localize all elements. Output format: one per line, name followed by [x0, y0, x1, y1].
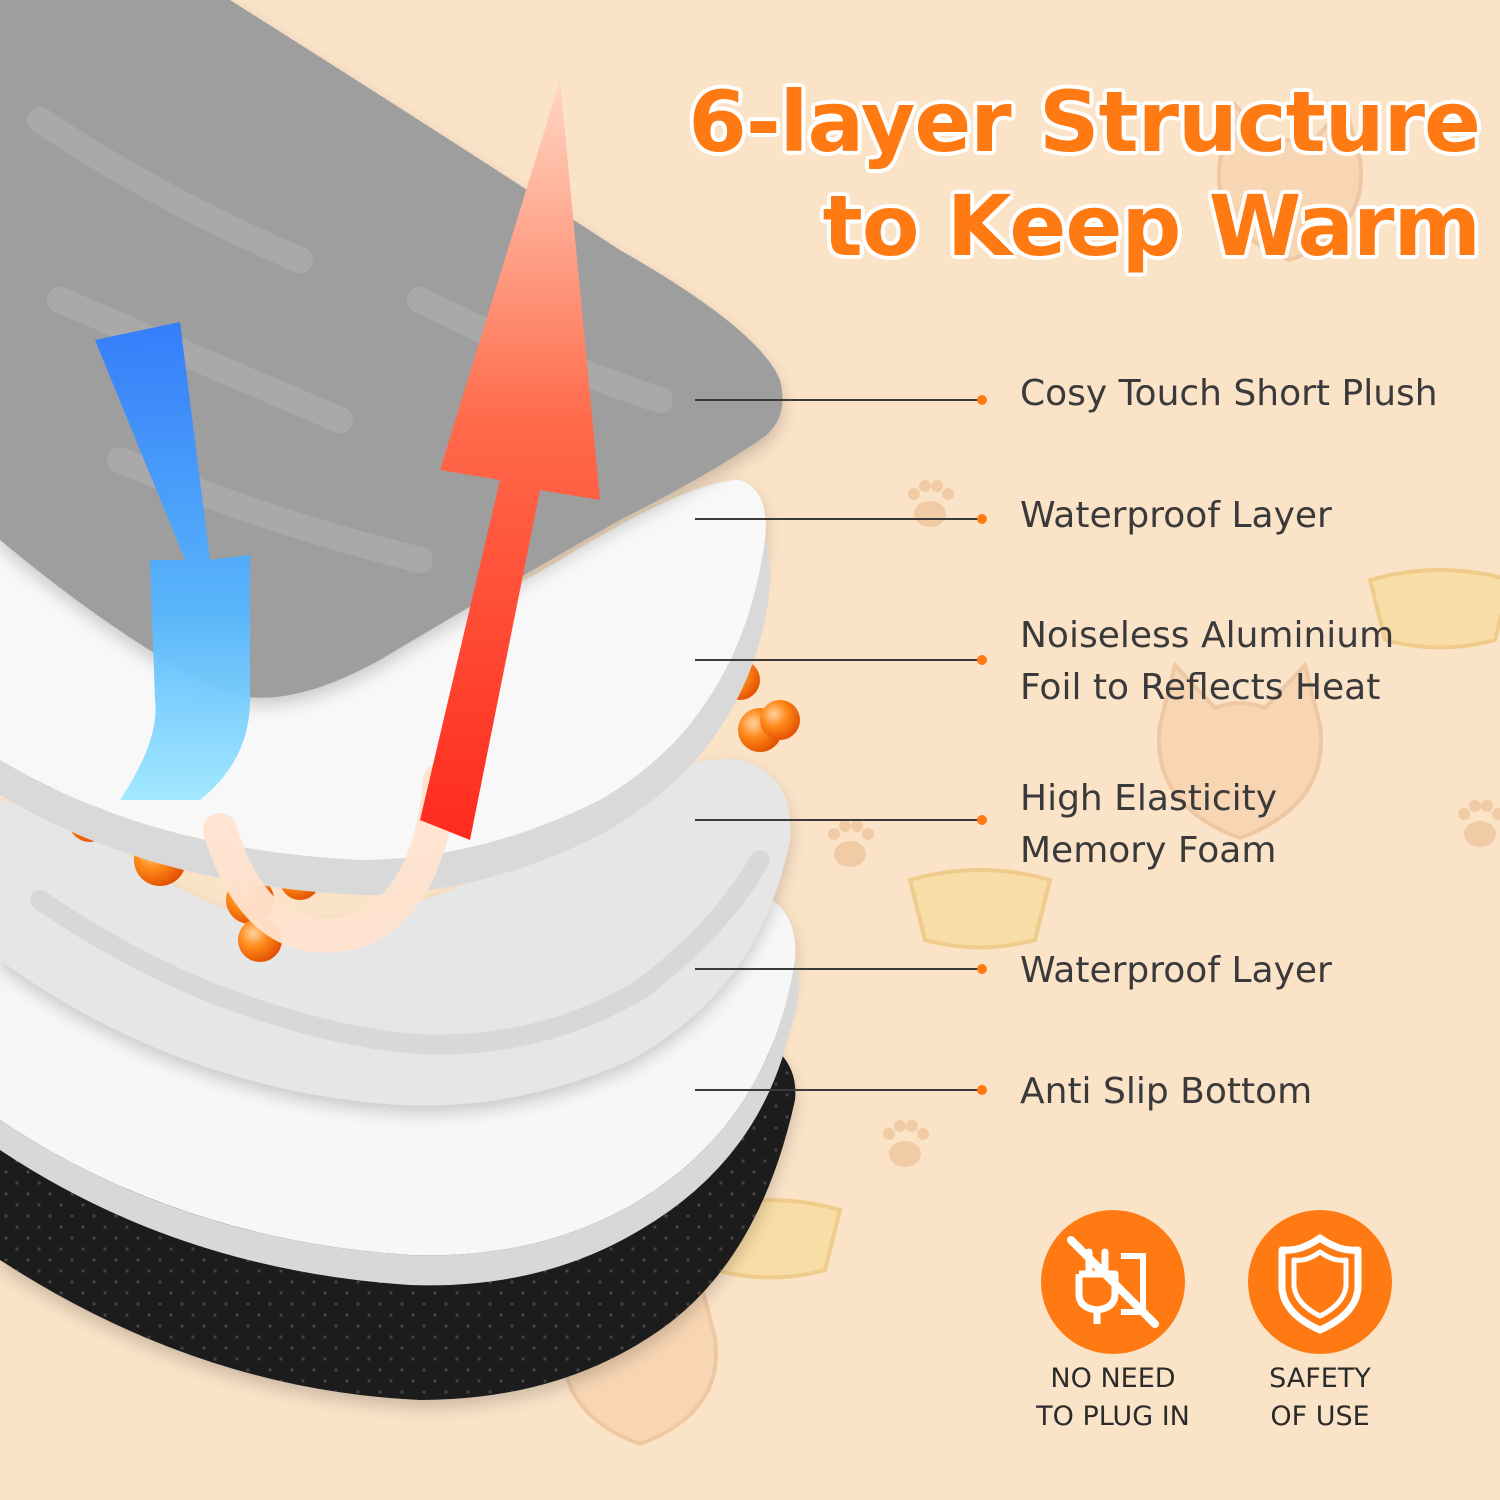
no-plug-icon — [1067, 1236, 1159, 1328]
dog-face-icon — [1216, 100, 1364, 263]
callout-dot-1 — [977, 395, 987, 405]
callout-dot-5 — [977, 964, 987, 974]
title-line-2: to Keep Warm — [822, 177, 1481, 275]
badge-safety — [1248, 1210, 1392, 1354]
heat-return-loop-icon — [203, 763, 457, 953]
badge-no-plug — [1041, 1210, 1185, 1354]
heat-arrow-icon — [420, 80, 600, 840]
layer-label-5: Waterproof Layer — [1020, 950, 1332, 991]
callout-dot-4 — [977, 815, 987, 825]
shield-icon — [1278, 1234, 1362, 1334]
paw-icon — [883, 1120, 929, 1167]
layer-label-2: Waterproof Layer — [1020, 495, 1332, 536]
paw-icon — [1458, 800, 1500, 847]
bowl-icon — [1367, 568, 1500, 650]
cold-air-arrow-icon — [95, 322, 250, 800]
badge-safety-label: SAFETY OF USE — [1269, 1363, 1371, 1432]
layer-label-3: Noiseless Aluminium Foil to Reflects Hea… — [1020, 615, 1395, 708]
dog-face-icon — [1157, 660, 1323, 841]
paw-icon — [908, 480, 954, 527]
memory-foam-texture — [30, 850, 770, 1055]
callout-dot-3 — [977, 655, 987, 665]
layer-label-4: High Elasticity Memory Foam — [1020, 778, 1278, 871]
layer-label-1: Cosy Touch Short Plush — [1020, 373, 1438, 414]
callout-dot-2 — [977, 514, 987, 524]
layer-label-6: Anti Slip Bottom — [1020, 1071, 1313, 1112]
badge-no-plug-label: NO NEED TO PLUG IN — [1036, 1363, 1190, 1432]
bowl-icon — [907, 868, 1053, 950]
plush-texture — [27, 107, 673, 573]
paw-icon — [828, 820, 874, 867]
callout-dot-6 — [977, 1085, 987, 1095]
callout-lines — [695, 395, 987, 1095]
page-title: 6-layer Structure to Keep Warm — [600, 70, 1481, 278]
title-line-1: 6-layer Structure — [688, 73, 1481, 171]
